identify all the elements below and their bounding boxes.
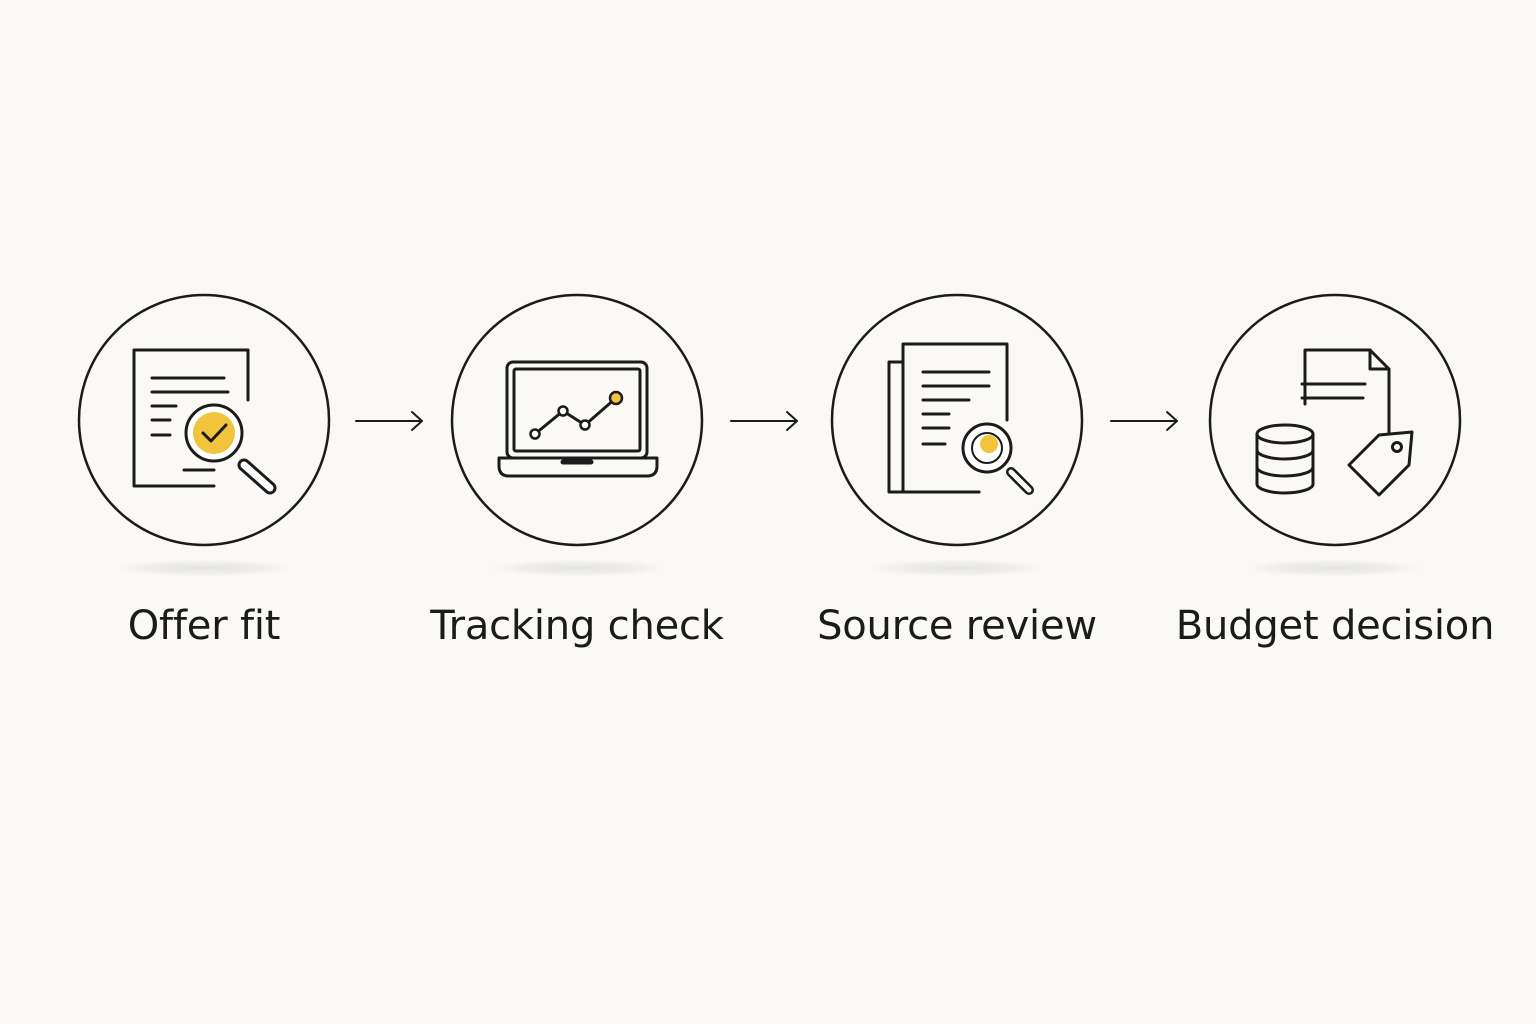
laptop-line-chart-icon xyxy=(450,293,704,547)
step-label-tracking-check: Tracking check xyxy=(430,603,724,649)
document-coins-price-tag-icon xyxy=(1208,293,1462,547)
stacked-documents-magnifier-icon xyxy=(830,293,1084,547)
step-label-budget-decision: Budget decision xyxy=(1175,603,1495,649)
document-magnifier-check-icon xyxy=(77,293,331,547)
step-label-offer-fit: Offer fit xyxy=(127,603,281,649)
step-shadow xyxy=(119,560,289,576)
flow-arrow xyxy=(354,408,426,434)
step-shadow xyxy=(1250,560,1420,576)
step-source-review xyxy=(829,292,1085,548)
step-shadow xyxy=(492,560,662,576)
flow-arrow xyxy=(1109,408,1181,434)
step-tracking-check xyxy=(449,292,705,548)
step-budget-decision xyxy=(1207,292,1463,548)
step-shadow xyxy=(872,560,1042,576)
flow-arrow xyxy=(729,408,801,434)
step-offer-fit xyxy=(76,292,332,548)
step-label-source-review: Source review xyxy=(817,603,1097,649)
